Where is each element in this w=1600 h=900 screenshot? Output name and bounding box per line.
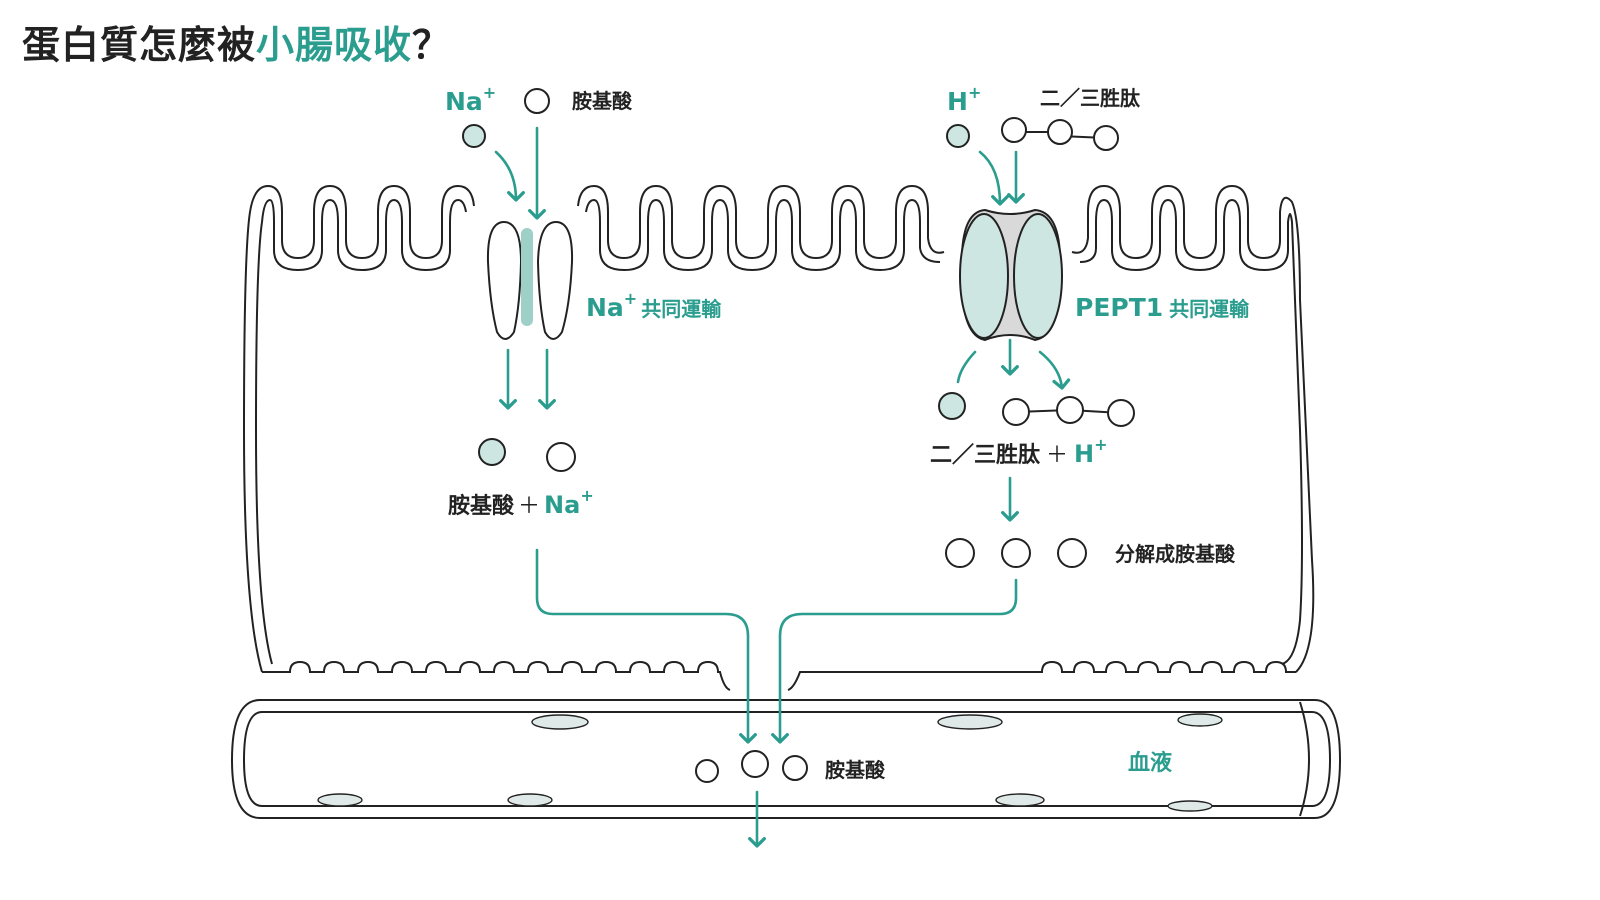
vessel-outer [230, 699, 1342, 819]
amino-acid-inside [546, 442, 576, 472]
arrow-h-in [978, 150, 1009, 206]
amino-acid-broken-1 [945, 538, 975, 568]
na-transporter-right-half [536, 220, 574, 340]
na-transporter-channel [521, 228, 533, 326]
arrow-left-to-blood [535, 548, 757, 744]
label-amino-na: 胺基酸＋Na+ [448, 486, 594, 519]
blood-vessel [230, 699, 1342, 819]
arrows [494, 126, 1071, 848]
na-cotransporter [486, 220, 574, 340]
na-transporter-left-half [486, 220, 523, 340]
amino-acid-top [524, 88, 550, 114]
amino-acid-broken-2 [1001, 538, 1031, 568]
label-peptide-h: 二／三胜肽＋H+ [930, 435, 1108, 468]
arrow-pept1-out-right [1038, 350, 1071, 390]
label-amino-acid-top: 胺基酸 [572, 89, 633, 113]
arrow-na-in [494, 150, 525, 202]
label-na-cotransport: Na+共同運輸 [586, 289, 722, 322]
label-break-down: 分解成胺基酸 [1115, 542, 1236, 566]
peptide-chain-inside [1002, 396, 1135, 427]
label-blood: 血液 [1128, 750, 1172, 776]
amino-acid-blood-2 [741, 750, 769, 778]
cell-membrane-inner [254, 198, 1303, 665]
label-peptide-top: 二／三胜肽 [1040, 86, 1141, 110]
h-ion-inside [938, 392, 966, 420]
intestinal-cell [242, 184, 1315, 691]
label-na-ion: Na+ [445, 83, 496, 116]
title-highlight: 小腸吸收 [256, 23, 413, 67]
amino-acid-blood-1 [695, 759, 719, 783]
vessel-cells [317, 713, 1223, 812]
label-h-ion: H+ [947, 83, 981, 116]
title-main: 蛋白質怎麼被 [22, 23, 257, 67]
na-ion-top [462, 124, 486, 148]
title-end: ？ [412, 23, 452, 67]
arrow-right-to-blood [771, 578, 1018, 744]
peptide-chain-top [1001, 117, 1119, 151]
molecules [462, 88, 1135, 783]
pept1-right-lobe [1013, 213, 1063, 339]
pept1-transporter [959, 208, 1063, 342]
cell-membrane-outer [242, 184, 1315, 691]
na-ion-inside [478, 438, 506, 466]
amino-acid-broken-3 [1057, 538, 1087, 568]
vessel-end-cap [1299, 701, 1310, 817]
label-amino-blood: 胺基酸 [825, 758, 886, 782]
vessel-inner [242, 711, 1332, 807]
pept1-left-lobe [959, 213, 1009, 339]
arrow-pept1-out-left [956, 350, 977, 384]
amino-acid-blood-3 [782, 755, 808, 781]
h-ion-top [946, 124, 970, 148]
page-title: 蛋白質怎麼被小腸吸收？ [22, 14, 451, 69]
